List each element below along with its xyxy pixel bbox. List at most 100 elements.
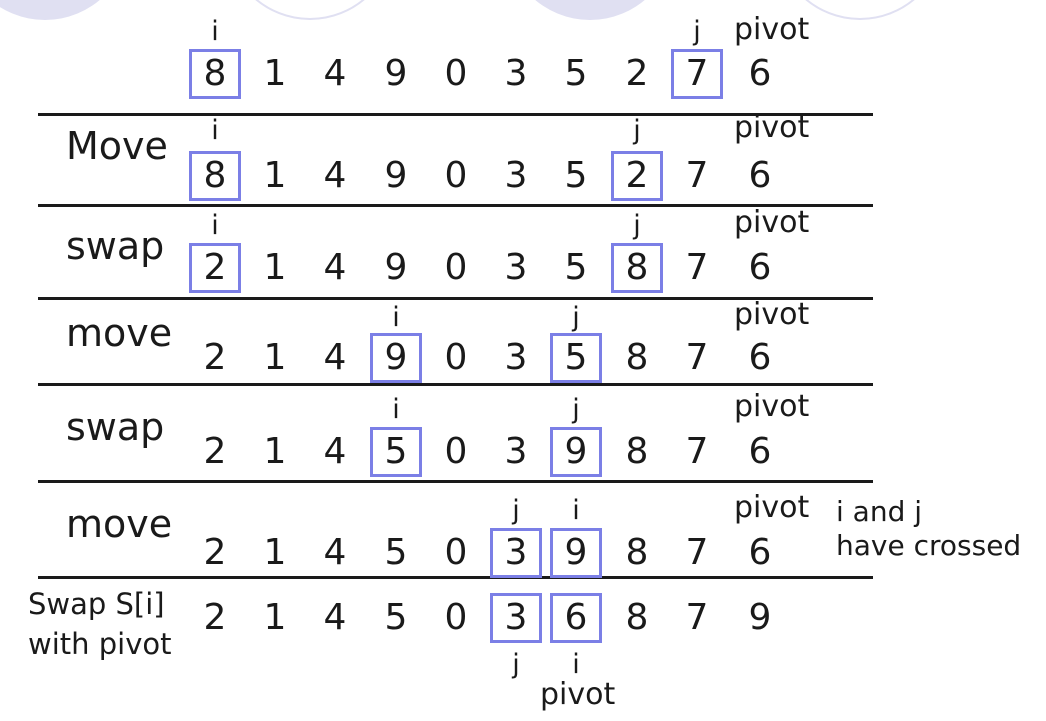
- array-value: 0: [444, 337, 468, 378]
- array-value: 0: [444, 597, 468, 638]
- pointer-j-label: j: [633, 210, 641, 241]
- pivot-label: pivot: [540, 677, 616, 712]
- array-value: 1: [263, 532, 287, 573]
- array-value: 1: [263, 247, 287, 288]
- step-label: Move: [66, 124, 168, 168]
- highlight-box: [490, 528, 542, 578]
- highlight-box: [189, 151, 241, 201]
- array-value: 4: [323, 53, 347, 94]
- array-value: 0: [444, 532, 468, 573]
- pointer-j-label: j: [512, 649, 520, 680]
- array-value: 7: [685, 155, 709, 196]
- pointer-i-label: i: [392, 394, 400, 425]
- row-separator: [38, 297, 873, 300]
- array-value: 2: [203, 247, 227, 288]
- row-separator: [38, 204, 873, 207]
- array-value: 6: [748, 337, 772, 378]
- array-value: 3: [504, 337, 528, 378]
- highlight-box: [611, 243, 663, 293]
- pointer-i-label: i: [572, 495, 580, 526]
- array-value: 6: [748, 532, 772, 573]
- array-value: 5: [384, 597, 408, 638]
- pointer-j-label: j: [572, 302, 580, 333]
- array-value: 5: [384, 532, 408, 573]
- highlight-box: [671, 49, 723, 99]
- array-value: 3: [504, 247, 528, 288]
- pointer-i-label: i: [211, 16, 219, 47]
- array-value: 3: [504, 431, 528, 472]
- array-value: 6: [748, 155, 772, 196]
- array-value: 6: [564, 597, 588, 638]
- step-label: swap: [66, 405, 165, 449]
- array-value: 8: [625, 337, 649, 378]
- crossed-note-line2: have crossed: [836, 529, 1022, 562]
- pivot-label: pivot: [734, 12, 810, 47]
- pointer-i-label: i: [572, 649, 580, 680]
- highlight-box: [550, 427, 602, 477]
- pointer-j-label: j: [693, 16, 701, 47]
- array-value: 0: [444, 431, 468, 472]
- array-value: 1: [263, 431, 287, 472]
- array-value: 2: [203, 431, 227, 472]
- pointer-j-label: j: [572, 394, 580, 425]
- pointer-i-label: i: [211, 115, 219, 146]
- array-value: 5: [564, 337, 588, 378]
- array-value: 5: [564, 53, 588, 94]
- array-value: 2: [203, 532, 227, 573]
- array-value: 0: [444, 155, 468, 196]
- decorative-circle: [225, 0, 395, 20]
- pivot-label: pivot: [734, 389, 810, 424]
- array-value: 8: [625, 597, 649, 638]
- array-value: 9: [384, 247, 408, 288]
- array-value: 7: [685, 247, 709, 288]
- array-value: 3: [504, 532, 528, 573]
- pivot-label: pivot: [734, 297, 810, 332]
- array-value: 1: [263, 53, 287, 94]
- highlight-box: [490, 593, 542, 643]
- step-label: move: [66, 311, 173, 355]
- pointer-j-label: j: [633, 115, 641, 146]
- array-value: 3: [504, 53, 528, 94]
- array-value: 5: [564, 247, 588, 288]
- decorative-circle: [505, 0, 675, 20]
- highlight-box: [611, 151, 663, 201]
- array-value: 4: [323, 247, 347, 288]
- array-value: 4: [323, 597, 347, 638]
- array-value: 1: [263, 337, 287, 378]
- array-value: 8: [625, 532, 649, 573]
- array-value: 9: [384, 53, 408, 94]
- step-label: swap: [66, 224, 165, 268]
- array-value: 5: [564, 155, 588, 196]
- array-value: 4: [323, 431, 347, 472]
- array-value: 3: [504, 155, 528, 196]
- row-separator: [38, 576, 873, 579]
- array-value: 8: [625, 431, 649, 472]
- array-value: 6: [748, 53, 772, 94]
- array-value: 1: [263, 155, 287, 196]
- array-value: 0: [444, 53, 468, 94]
- row-separator: [38, 480, 873, 483]
- array-value: 4: [323, 155, 347, 196]
- step-label: with pivot: [28, 627, 172, 661]
- array-value: 9: [384, 337, 408, 378]
- array-value: 9: [564, 532, 588, 573]
- highlight-box: [550, 528, 602, 578]
- array-value: 9: [564, 431, 588, 472]
- highlight-box: [370, 333, 422, 383]
- row-separator: [38, 383, 873, 386]
- step-label: Swap S[i]: [28, 587, 165, 621]
- array-value: 7: [685, 532, 709, 573]
- array-value: 4: [323, 337, 347, 378]
- array-value: 6: [748, 247, 772, 288]
- array-value: 7: [685, 337, 709, 378]
- array-value: 1: [263, 597, 287, 638]
- pointer-j-label: j: [512, 495, 520, 526]
- array-value: 9: [748, 597, 772, 638]
- array-value: 0: [444, 247, 468, 288]
- pointer-i-label: i: [211, 210, 219, 241]
- pivot-label: pivot: [734, 110, 810, 145]
- step-label: move: [66, 502, 173, 546]
- highlight-box: [550, 333, 602, 383]
- pointer-i-label: i: [392, 302, 400, 333]
